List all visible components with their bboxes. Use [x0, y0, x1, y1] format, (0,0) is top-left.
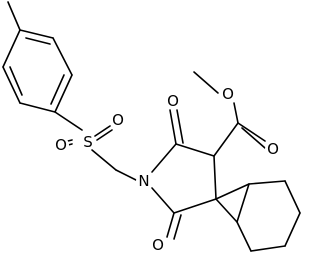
sulfur-label: S [80, 133, 96, 151]
pyrrolidinedione-ring [151, 143, 217, 214]
svg-text:O: O [152, 236, 164, 254]
cyclohexane-ring [236, 180, 301, 252]
ester-single-oxygen-label: O [220, 85, 236, 103]
chemical-structure-diagram: O S O N O O O O [2, 1, 301, 254]
sulfonyl-oxygen-right-label: O [110, 111, 126, 129]
ester-carbonyl-oxygen-label: O [265, 140, 281, 158]
upper-ketone-double-bond [169, 109, 184, 145]
ester-group [193, 71, 266, 157]
sulfonyl-group [67, 125, 113, 146]
toluene-ring [2, 29, 73, 113]
aryl-sulfur-bond [54, 111, 83, 131]
svg-text:N: N [138, 172, 149, 190]
svg-text:O: O [267, 140, 279, 158]
upper-ketone-oxygen-label: O [165, 92, 181, 110]
svg-text:O: O [112, 111, 124, 129]
nitrogen-label: N [136, 172, 152, 190]
svg-text:O: O [55, 136, 67, 154]
spiro-cyclopropane [215, 183, 250, 223]
svg-text:O: O [222, 85, 234, 103]
lower-ketone-double-bond [166, 212, 182, 240]
lower-ketone-oxygen-label: O [150, 236, 166, 254]
methyl-bond [7, 1, 21, 31]
sulfur-ch2-nitrogen-linker [91, 149, 137, 181]
svg-text:O: O [167, 92, 179, 110]
sulfonyl-oxygen-left-label: O [53, 136, 69, 154]
svg-text:S: S [83, 133, 93, 151]
